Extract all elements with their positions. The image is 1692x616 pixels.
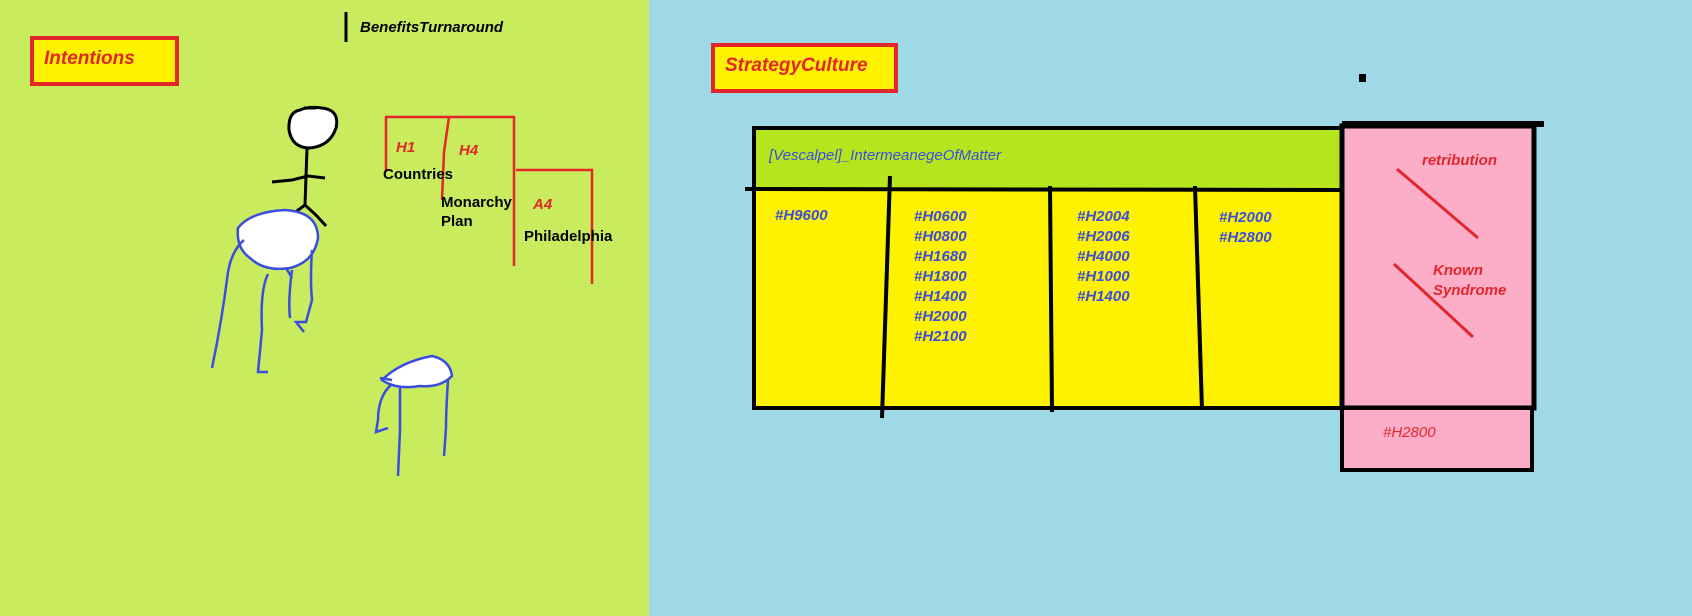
column-divider-2 — [1048, 185, 1054, 413]
list-item: #H1800 — [914, 268, 967, 285]
syndrome-label: Syndrome — [1433, 282, 1507, 299]
countries-label: Countries — [383, 166, 454, 183]
column-4-list: #H2000 #H2800 — [1219, 208, 1272, 248]
right-diagram — [744, 74, 1544, 472]
bottom-code-label: #H2800 — [1383, 424, 1436, 441]
list-item: #H2000 — [914, 308, 967, 325]
list-item: #H2100 — [914, 328, 967, 345]
column-divider-1 — [880, 175, 892, 419]
right-panel: StrategyCulture [Vescalpel]_Intermeanege… — [649, 0, 1692, 616]
red-slash-2 — [1392, 262, 1475, 339]
h1-label: H1 — [396, 139, 416, 156]
list-item: #H2800 — [1219, 229, 1272, 246]
benefits-turnaround-label: BenefitsTurnaround — [360, 19, 504, 36]
list-item: #H0600 — [914, 208, 967, 225]
a4-label: A4 — [533, 196, 553, 213]
plan-label: Plan — [441, 213, 473, 230]
list-item: #H1000 — [1077, 268, 1130, 285]
red-bracket-divider — [440, 116, 451, 201]
table-header-band — [756, 130, 1348, 188]
red-slash-1 — [1396, 167, 1479, 240]
h4-label: H4 — [459, 142, 479, 159]
table-header-text: [Vescalpel]_IntermeanegeOfMatter — [769, 147, 1002, 164]
pink-bottom-box — [1340, 406, 1534, 472]
list-item: #H2004 — [1077, 208, 1130, 225]
retribution-label: retribution — [1422, 152, 1497, 169]
list-item: #H1400 — [1077, 288, 1130, 305]
strategy-culture-title: StrategyCulture — [725, 55, 868, 76]
list-item: #H0800 — [914, 228, 967, 245]
philadelphia-label: Philadelphia — [524, 228, 613, 245]
small-creature-body — [380, 354, 454, 389]
list-item: #H4000 — [1077, 248, 1130, 265]
dot-mark — [1359, 74, 1366, 82]
monarchy-label: Monarchy — [441, 194, 512, 211]
known-label: Known — [1433, 262, 1483, 279]
column-divider-3 — [1193, 185, 1204, 411]
intentions-label-box: Intentions — [30, 36, 179, 86]
stick-figure-leg-right — [303, 203, 328, 228]
stick-figure-arms — [271, 174, 326, 184]
column-3-list: #H2004 #H2006 #H4000 #H1000 #H1400 — [1077, 207, 1130, 307]
red-bracket-inner — [516, 168, 594, 284]
stick-figure-head — [287, 105, 339, 150]
column-2-list: #H0600 #H0800 #H1680 #H1800 #H1400 #H200… — [914, 207, 967, 347]
list-item: #H9600 — [775, 207, 828, 224]
creature-body — [236, 208, 320, 271]
left-panel: Intentions BenefitsTurnaround H1 H4 Coun… — [0, 0, 649, 616]
list-item: #H2000 — [1219, 209, 1272, 226]
left-sketch — [210, 12, 594, 477]
red-bracket-outer — [384, 115, 516, 266]
list-item: #H1400 — [914, 288, 967, 305]
list-item: #H2006 — [1077, 228, 1130, 245]
intentions-title: Intentions — [44, 48, 135, 69]
strategy-culture-label-box: StrategyCulture — [711, 43, 898, 93]
list-item: #H1680 — [914, 248, 967, 265]
column-1-list: #H9600 — [775, 206, 828, 226]
